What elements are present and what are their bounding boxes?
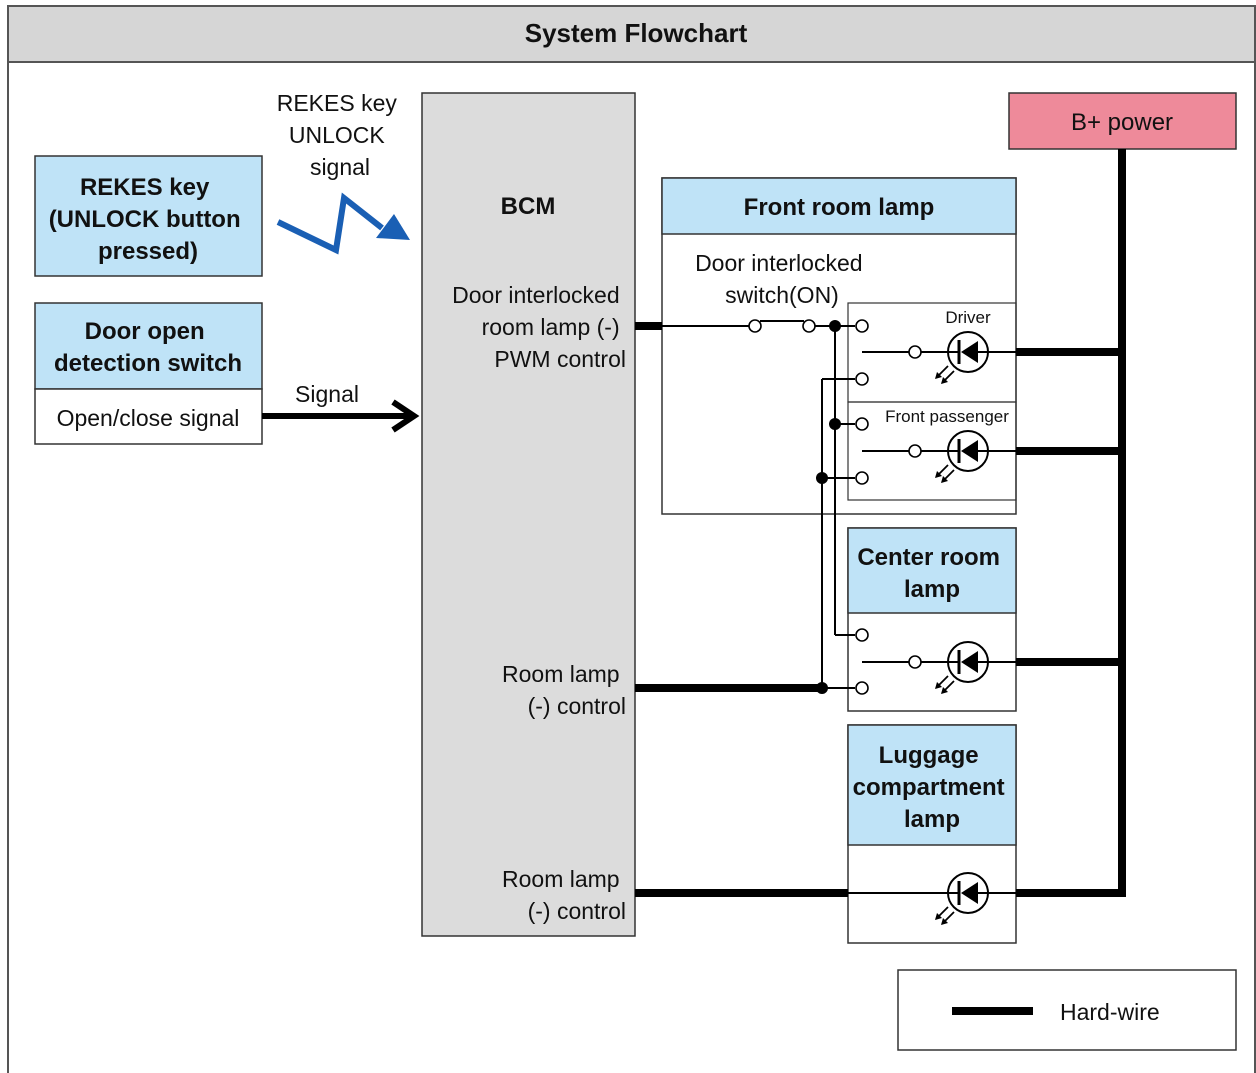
header-bar [7, 5, 1256, 63]
luggage-lamp-box: Luggage compartment lamp [847, 724, 1017, 944]
arrow-right-icon [391, 399, 420, 433]
signal-wires [662, 320, 1016, 894]
driver-label: Driver [945, 308, 991, 327]
bcm-box: BCM Door interlocked room lamp (-) PWM c… [421, 92, 636, 937]
door-interlocked-switch-label: Door interlocked switch(ON) [695, 250, 869, 308]
legend-box: Hard-wire [897, 969, 1237, 1051]
terminals [748, 319, 922, 695]
bcm-pwm-label: Door interlocked room lamp (-) PWM contr… [452, 282, 626, 372]
bcm-room-lamp-control-2: Room lamp (-) control [502, 866, 626, 924]
rekes-key-line-2: (UNLOCK button [49, 206, 241, 233]
bcm-room-lamp-control-1: Room lamp (-) control [502, 661, 626, 719]
svg-text:Center room lamp: Center room lamp [857, 544, 1006, 603]
signal-label: Signal [295, 381, 359, 407]
rekes-key-line-1: REKES key [80, 174, 210, 201]
svg-text:Luggage compartment: Luggage compartment lamp [853, 742, 1012, 833]
rekes-key-line-3: pressed) [98, 238, 198, 265]
center-room-lamp-title-2: lamp [904, 576, 960, 603]
open-close-signal-label: Open/close signal [57, 405, 240, 431]
svg-text:Door open detection swit: Door open detection switch [54, 318, 242, 377]
front-room-lamp-title: Front room lamp [744, 194, 935, 221]
rekes-key-box: REKES key (UNLOCK button pressed) [34, 155, 263, 277]
radio-signal-icon [276, 192, 410, 255]
junction-dots [816, 320, 841, 694]
luggage-title-1: Luggage [879, 742, 979, 769]
svg-text:REKES key (UNLOCK button: REKES key (UNLOCK button pressed) [49, 174, 248, 265]
b-plus-power-label: B+ power [1071, 109, 1173, 136]
door-switch-title-1: Door open [85, 318, 205, 345]
rekes-signal-label: REKES key UNLOCK signal [277, 90, 404, 180]
b-plus-power-box: B+ power [1008, 92, 1237, 150]
door-open-switch-box: Door open detection switch Open/close si… [34, 302, 263, 445]
page-title: System Flowchart [525, 18, 748, 48]
luggage-title-3: lamp [904, 806, 960, 833]
center-room-lamp-title-1: Center room [857, 544, 1000, 571]
legend-hard-wire-label: Hard-wire [1060, 999, 1160, 1025]
luggage-title-2: compartment [853, 774, 1005, 801]
center-room-lamp-box: Center room lamp [847, 527, 1017, 712]
front-passenger-label: Front passenger [885, 407, 1009, 426]
bcm-title: BCM [501, 193, 556, 220]
door-switch-title-2: detection switch [54, 350, 242, 377]
hard-wires [635, 149, 1126, 897]
